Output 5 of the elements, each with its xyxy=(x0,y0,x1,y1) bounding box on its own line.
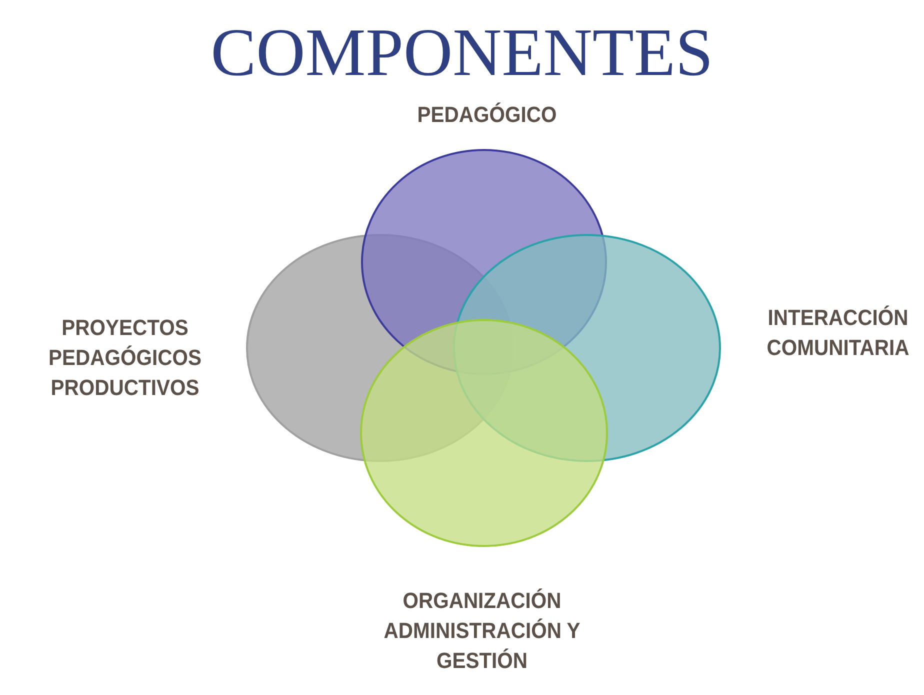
component-label: INTERACCIÓN COMUNITARIA xyxy=(766,304,910,362)
component-label: PEDAGÓGICO xyxy=(416,101,558,129)
component-label: PROYECTOS PEDAGÓGICOS PRODUCTIVOS xyxy=(48,314,202,402)
component-label: ORGANIZACIÓN ADMINISTRACIÓN Y GESTIÓN xyxy=(382,587,582,675)
title: COMPONENTES xyxy=(210,14,714,90)
